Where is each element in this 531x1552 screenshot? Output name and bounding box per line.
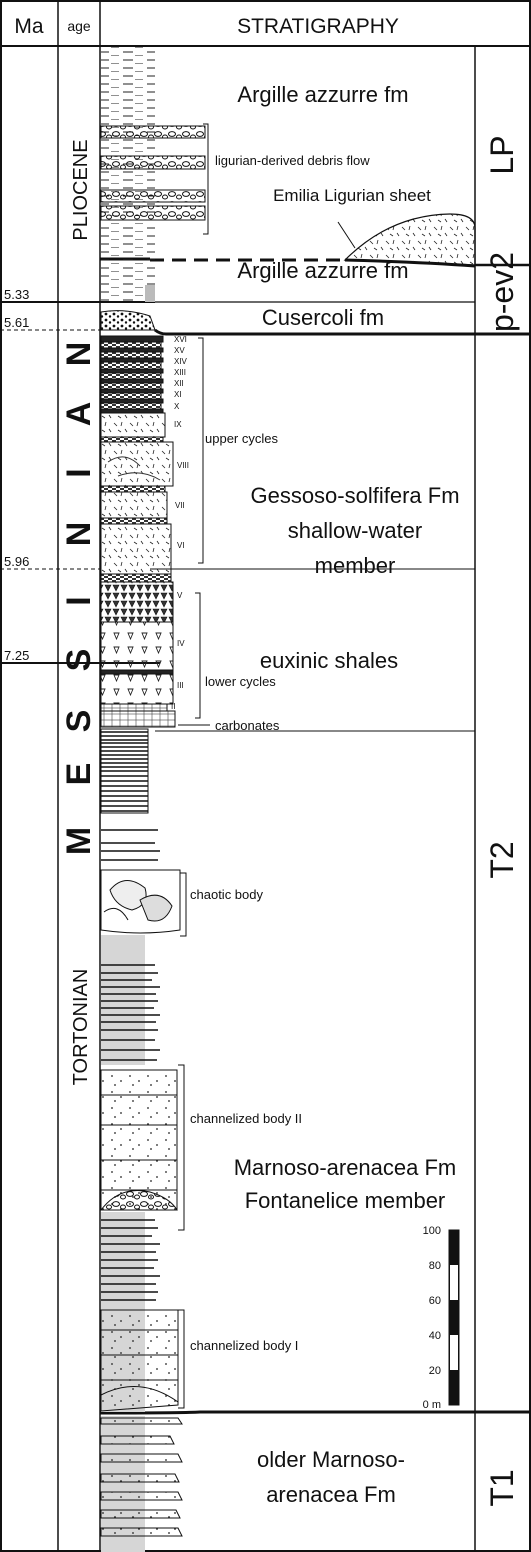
scale-label: 80 <box>429 1260 441 1272</box>
column-debris-lens <box>100 205 206 221</box>
cycle-label: XV <box>174 346 185 355</box>
column-debris-lens <box>100 189 206 203</box>
annot-upper-cycles: upper cycles <box>205 431 278 446</box>
age-messinian-letter: N <box>60 342 98 367</box>
unit-gessoso-line1: Gessoso-solfifera Fm <box>250 483 459 508</box>
annot-ligurian-debris: ligurian-derived debris flow <box>215 153 370 168</box>
annot-channelized-body-2: channelized body II <box>190 1111 302 1126</box>
column-channelized-body-1 <box>100 1309 179 1412</box>
unit-older-line2: arenacea Fm <box>266 1482 396 1507</box>
scale-bar-white-segment <box>450 1265 458 1300</box>
column-thin-beds-upper <box>101 964 160 1061</box>
brackets <box>178 123 210 1409</box>
unit-emilia-ligurian: Emilia Ligurian sheet <box>273 186 431 205</box>
cycle-label: XIV <box>174 357 188 366</box>
age-pliocene: PLIOCENE <box>70 139 92 240</box>
unit-marnoso-line2: Fontanelice member <box>245 1188 446 1213</box>
age-messinian-letter: I <box>60 596 98 605</box>
column-debris-lens <box>100 125 206 139</box>
annot-lower-cycles: lower cycles <box>205 674 276 689</box>
column-thin-beds-lower <box>101 1219 160 1301</box>
ma-tick-5-33: 5.33 <box>4 287 29 302</box>
lithologic-column <box>99 47 206 1552</box>
age-messinian-letter: M <box>60 827 98 855</box>
cycle-label: XIII <box>174 368 186 377</box>
ma-tick-5-61: 5.61 <box>4 315 29 330</box>
age-tortonian: TORTONIAN <box>70 969 92 1086</box>
cycle-label: IV <box>177 639 185 648</box>
unit-gessoso-line2: shallow-water <box>288 518 423 543</box>
sequence-t2: T2 <box>484 841 520 878</box>
scale-bar-frame <box>448 1229 460 1406</box>
scale-bar: 100 80 60 40 20 0 m <box>423 1225 460 1411</box>
cycle-labels: XVI XV XIV XIII XII XI X IX VIII VII VI … <box>171 335 189 711</box>
sequence-t1: T1 <box>484 1469 520 1506</box>
column-channelized-body-2 <box>99 1069 178 1211</box>
emilia-leader-line <box>337 221 356 249</box>
unit-older-line1: older Marnoso- <box>257 1447 405 1472</box>
age-messinian-letter: E <box>60 763 98 786</box>
header-stratigraphy-label: STRATIGRAPHY <box>237 15 399 38</box>
cycle-label: VI <box>177 541 185 550</box>
sequence-pev2: p-ev2 <box>484 252 520 332</box>
age-messinian-letter: N <box>60 522 98 547</box>
unit-euxinic-shales: euxinic shales <box>260 648 398 673</box>
header-ma-label: Ma <box>14 15 43 38</box>
header-age-label: age <box>67 18 91 34</box>
age-messinian-letter: A <box>60 402 98 427</box>
sequence-labels: LP p-ev2 T2 T1 <box>484 135 520 1506</box>
annot-chaotic-body: chaotic body <box>190 887 263 902</box>
bracket-chan1 <box>178 1309 185 1409</box>
cycle-label: XVI <box>174 335 187 344</box>
scale-label: 40 <box>429 1330 441 1342</box>
bracket-chaotic <box>180 872 187 937</box>
ma-tick-5-96: 5.96 <box>4 554 29 569</box>
bracket-upper-cycles <box>198 337 204 564</box>
cycle-label: VIII <box>177 461 189 470</box>
column-gypsum-cycles <box>100 335 176 728</box>
ma-tick-7-25: 7.25 <box>4 648 29 663</box>
column-cusercoli <box>100 310 156 331</box>
cycle-label: VII <box>175 501 185 510</box>
scale-label: 0 m <box>423 1399 441 1411</box>
column-euxinic-shales <box>100 728 160 861</box>
cycle-label: XI <box>174 390 182 399</box>
age-messinian-letter: S <box>60 649 98 672</box>
column-debris-lens <box>100 155 206 170</box>
scale-label: 20 <box>429 1365 441 1377</box>
emilia-ligurian-lens <box>343 213 476 266</box>
unit-marnoso-line1: Marnoso-arenacea Fm <box>234 1155 457 1180</box>
age-messinian: N A I N I S S E M <box>60 342 98 855</box>
scale-label: 100 <box>423 1225 441 1237</box>
sequence-lp: LP <box>484 135 520 174</box>
cycle-label: IX <box>174 420 182 429</box>
unit-argille-upper: Argille azzurre fm <box>237 82 408 107</box>
bracket-chan2 <box>178 1064 185 1231</box>
unit-gessoso-line3: member <box>315 553 396 578</box>
annot-channelized-body-1: channelized body I <box>190 1338 298 1353</box>
unit-argille-lower: Argille azzurre fm <box>237 258 408 283</box>
cycle-label: II <box>171 702 175 711</box>
cycle-label: III <box>177 681 184 690</box>
bracket-debris <box>203 123 209 235</box>
column-grey-patch <box>145 285 155 302</box>
unit-cusercoli: Cusercoli fm <box>262 305 384 330</box>
column-clay-lp <box>101 47 155 260</box>
scale-bar-white-segment <box>450 1335 458 1370</box>
column-chaotic-body <box>100 869 181 934</box>
column-older-beds <box>100 1417 183 1537</box>
cycle-label: V <box>177 591 183 600</box>
age-messinian-letter: I <box>60 468 98 477</box>
cycle-label: XII <box>174 379 184 388</box>
bracket-lower-cycles <box>195 592 201 719</box>
cycle-label: X <box>174 402 180 411</box>
age-messinian-letter: S <box>60 710 98 733</box>
annot-carbonates: carbonates <box>215 718 280 733</box>
scale-label: 60 <box>429 1295 441 1307</box>
column-mudstone-upper <box>101 935 145 1065</box>
